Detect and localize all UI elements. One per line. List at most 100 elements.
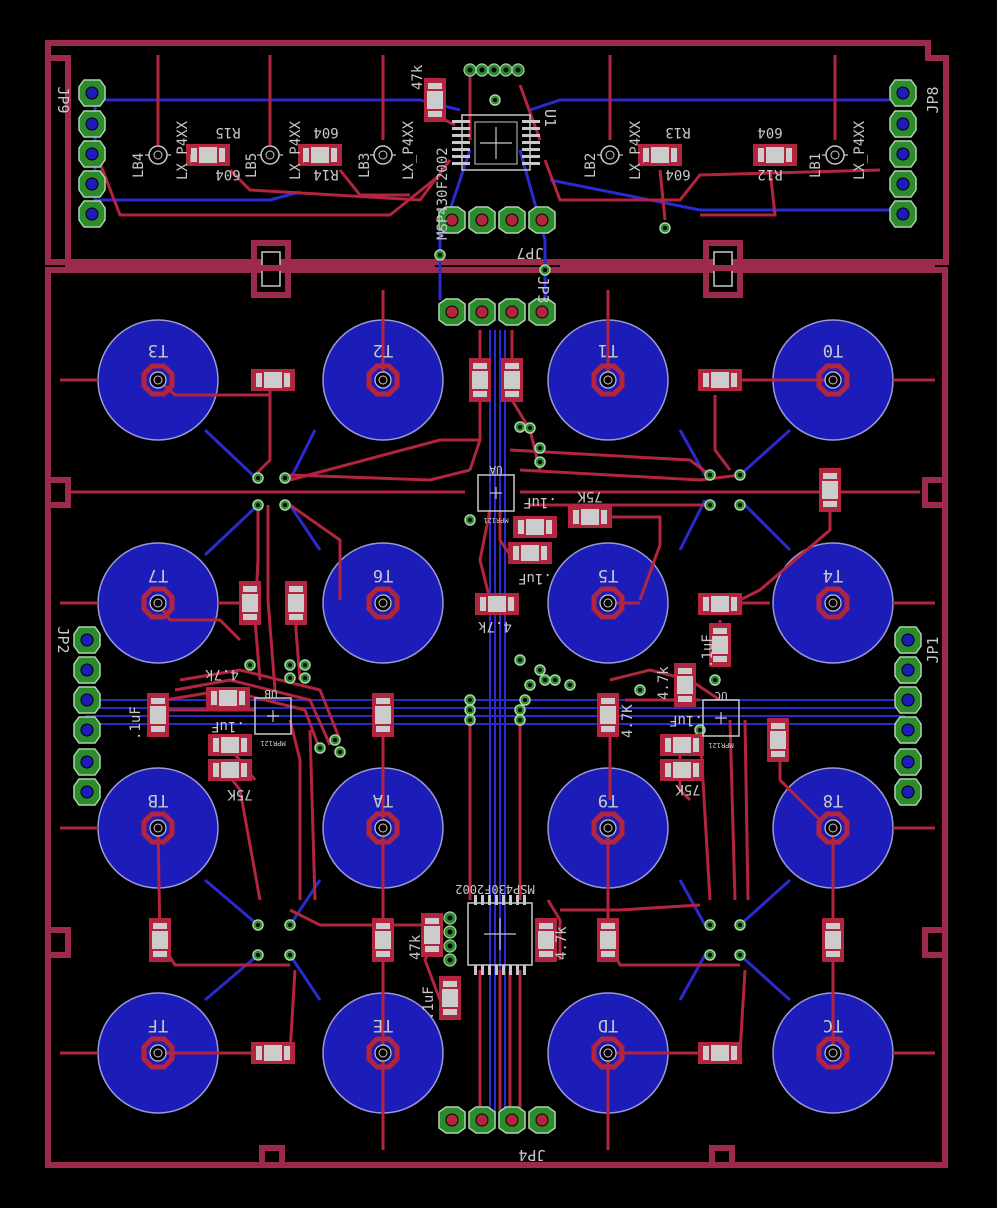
smd-component [638,144,682,166]
via [252,949,264,961]
smd-component [206,687,250,709]
label-r14-val: 604 [313,124,338,140]
header-bottom-small-pin [443,925,457,939]
chip-u1 [452,114,540,171]
via [704,949,716,961]
via [524,679,536,691]
smd-component [597,918,619,962]
smd-component [660,759,704,781]
via [299,672,311,684]
label-t0: T0 [823,340,843,360]
pad-center-connector [816,363,850,397]
label-75k-uc: 75K [675,781,701,797]
header-jp8-pin [889,79,917,107]
via [514,704,526,716]
label-t2: T2 [373,340,393,360]
header-jp2-pin [73,716,101,744]
header-top-small-pin [499,63,513,77]
header-jp8-pin [889,140,917,168]
via [329,734,341,746]
header-top-small-pin [463,63,477,77]
label-47k-bottom-left: 47k [408,934,424,960]
label-r12-val: 604 [757,124,782,140]
smd-component [475,593,519,615]
smd-component [819,468,841,512]
led-footprint [145,145,171,165]
header-jp2-pin [73,778,101,806]
header-jp7-pin [498,206,526,234]
chip-ub [254,697,292,735]
header-jp1-pin [894,778,922,806]
via [434,249,446,261]
label-led-part-1: LX_P4XX [175,120,191,180]
led-footprints [145,145,848,165]
label-47k-ub: 4.7k [205,666,239,682]
label-lb2: LB2 [583,153,599,178]
label-1uf-ua: .1uF [523,494,557,510]
header-jp3-pin [498,298,526,326]
chip-uc [702,699,740,737]
smd-component [822,918,844,962]
label-ua-sub: MPR121 [483,516,508,524]
pad-center-connector [816,811,850,845]
via [284,919,296,931]
smd-component [698,593,742,615]
label-tf: TF [148,1015,168,1035]
header-jp2-pin [73,748,101,776]
smd-component [535,918,557,962]
header-jp9-pin [78,140,106,168]
via [252,919,264,931]
header-top-small-pin [475,63,489,77]
label-led-part-2: LX_P4XX [288,120,304,180]
smd-component [439,976,461,1020]
via [464,714,476,726]
label-r15-val: 604 [215,166,240,182]
label-te: TE [373,1015,393,1035]
label-uc: UC [714,689,727,702]
label-ub: UB [264,687,278,700]
label-75k-ub: 75K [227,786,253,802]
smd-component [674,663,696,707]
smd-component [513,516,557,538]
header-top-small-pin [511,63,525,77]
label-t5: T5 [598,565,618,585]
header-jp4-pin [468,1106,496,1134]
led-footprint [597,145,623,165]
via [659,222,671,234]
header-jp1-pin [894,656,922,684]
smd-component [501,358,523,402]
label-jp4: JP4 [518,1146,545,1164]
smd-component [424,78,446,122]
header-jp8-pin [889,200,917,228]
via [464,704,476,716]
label-u1-part: MSP430F2002 [435,147,451,240]
via [564,679,576,691]
smd-component [285,581,307,625]
header-jp7-pin [438,206,466,234]
header-bottom-small-pin [443,939,457,953]
via [514,714,526,726]
label-r12: R12 [757,166,782,182]
smd-component [147,693,169,737]
led-footprint [822,145,848,165]
header-jp9-pin [78,200,106,228]
via [634,684,646,696]
via [704,919,716,931]
label-t6: T6 [373,565,393,585]
header-jp1-pin [894,748,922,776]
chip-ua [477,474,515,512]
header-jp3-pin [528,298,556,326]
label-td: TD [598,1015,618,1035]
smd-component [251,369,295,391]
pad-center-connector [591,363,625,397]
via [704,499,716,511]
smd-component [698,369,742,391]
label-bottom-part: MSP430F2002 [455,882,534,896]
via [334,746,346,758]
pad-center-connector [816,586,850,620]
pad-center-connector [366,363,400,397]
header-jp2-pin [73,656,101,684]
header-bottom-small-pin [443,911,457,925]
label-t3: T3 [148,340,168,360]
chip-bottom-msp430 [467,895,533,975]
